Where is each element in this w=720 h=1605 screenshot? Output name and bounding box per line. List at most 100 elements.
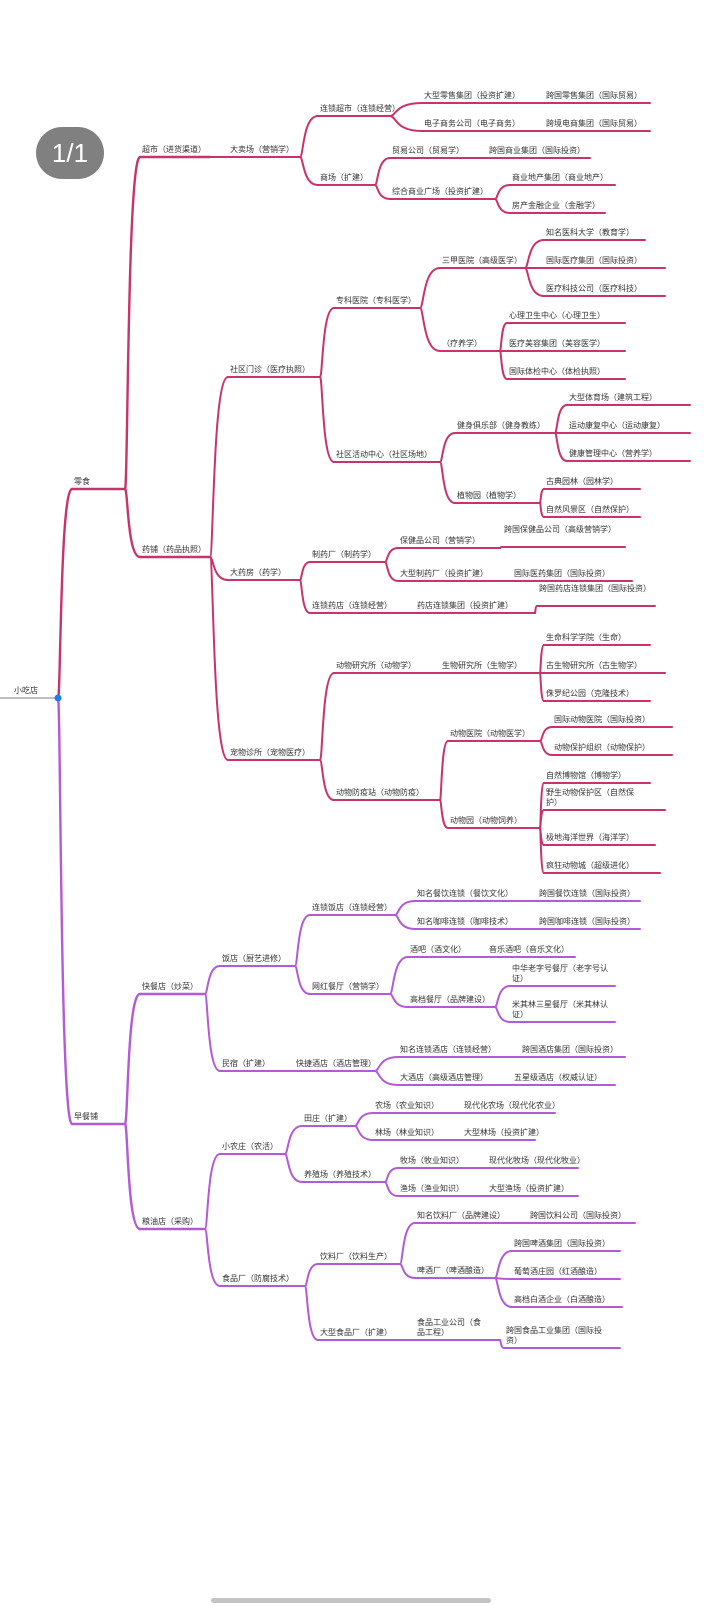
mindmap-node-label[interactable]: 动物保护组织（动物保护） <box>554 743 650 752</box>
mindmap-node-label[interactable]: 大型制药厂（投资扩建） <box>400 569 488 578</box>
mindmap-node-label[interactable]: 牧场（牧业知识） <box>400 1156 464 1165</box>
mindmap-node-label[interactable]: 医疗美容集团（美容医学） <box>509 339 605 348</box>
mindmap-node-label[interactable]: 动物医院（动物医学） <box>450 729 530 738</box>
mindmap-node-label[interactable]: 饮料厂（饮料生产） <box>320 1252 392 1261</box>
mindmap-node-label[interactable]: 知名连锁酒店（连锁经营） <box>400 1045 496 1054</box>
mindmap-node-label[interactable]: 跨国药店连锁集团（国际投资） <box>539 584 651 593</box>
mindmap-node-label[interactable]: 米其林三星餐厅（米其林认证） <box>512 1000 608 1019</box>
mindmap-node-label[interactable]: 自然博物馆（博物学） <box>546 771 626 780</box>
mindmap-node-label[interactable]: 自然风景区（自然保护） <box>546 505 634 514</box>
mindmap-node-label[interactable]: 国际医疗集团（国际投资） <box>546 256 642 265</box>
mindmap-node-label[interactable]: 葡萄酒庄园（红酒酿造） <box>514 1267 602 1276</box>
mindmap-node-label[interactable]: 跨国食品工业集团（国际投资） <box>506 1326 602 1345</box>
mindmap-node-label[interactable]: 跨国零售集团（国际贸易） <box>546 91 642 100</box>
mindmap-node-label[interactable]: 知名饮料厂（品牌建设） <box>417 1211 505 1220</box>
mindmap-node-label[interactable]: 大药房（药学） <box>230 568 286 577</box>
mindmap-node-label[interactable]: 古生物研究所（古生物学） <box>546 661 642 670</box>
mindmap-node-label[interactable]: 植物园（植物学） <box>457 491 521 500</box>
mindmap-node-label[interactable]: 民宿（扩建） <box>222 1059 270 1068</box>
mindmap-node-label[interactable]: 跨国啤酒集团（国际投资） <box>514 1239 610 1248</box>
mindmap-node-label[interactable]: 商场（扩建） <box>320 173 368 182</box>
mindmap-node-label[interactable]: 食品工业公司（食品工程） <box>417 1318 481 1337</box>
mindmap-node-label[interactable]: 健身俱乐部（健身教练） <box>457 421 545 430</box>
mindmap-node-label[interactable]: 宠物诊所（宠物医疗） <box>230 748 310 757</box>
mindmap-node-label[interactable]: 连锁药店（连锁经营） <box>312 601 392 610</box>
mindmap-node-label[interactable]: 制药厂（制药学） <box>312 550 376 559</box>
mindmap-node-label[interactable]: 粮油店（采购） <box>142 1217 198 1226</box>
mindmap-node-label[interactable]: 高档餐厅（品牌建设） <box>410 995 490 1004</box>
mindmap-node-label[interactable]: 大型零售集团（投资扩建） <box>424 91 520 100</box>
mindmap-node-label[interactable]: 大型食品厂（扩建） <box>320 1328 392 1337</box>
mindmap-node-label[interactable]: 酒吧（酒文化） <box>410 945 466 954</box>
mindmap-node-label[interactable]: 生物研究所（生物学） <box>442 661 522 670</box>
mindmap-node-label[interactable]: 商业地产集团（商业地产） <box>512 173 608 182</box>
mindmap-node-label[interactable]: 大型渔场（投资扩建） <box>489 1184 569 1193</box>
mindmap-node-label[interactable]: 动物园（动物饲养） <box>450 816 522 825</box>
mindmap-node-label[interactable]: 动物防疫站（动物防疫） <box>336 788 424 797</box>
mindmap-node-label[interactable]: 网红餐厅（营销学） <box>312 982 384 991</box>
mindmap-node-label[interactable]: 侏罗纪公园（克隆技术） <box>546 689 634 698</box>
mindmap-node-label[interactable]: 跨国酒店集团（国际投资） <box>522 1045 618 1054</box>
mindmap-node-label[interactable]: 早餐铺 <box>74 1112 98 1121</box>
mindmap-node-label[interactable]: 极地海洋世界（海洋学） <box>546 833 634 842</box>
mindmap-node-label[interactable]: 古典园林（园林学） <box>546 477 618 486</box>
mindmap-node-label[interactable]: 保健品公司（营销学） <box>400 536 480 545</box>
mindmap-node-label[interactable]: 中华老字号餐厅（老字号认证） <box>512 964 608 983</box>
mindmap-node-label[interactable]: 知名医科大学（教育学） <box>546 228 634 237</box>
mindmap-node-label[interactable]: 国际医药集团（国际投资） <box>514 569 610 578</box>
mindmap-node-label[interactable]: 大型林场（投资扩建） <box>464 1128 544 1137</box>
mindmap-node-label[interactable]: 五星级酒店（权威认证） <box>514 1073 602 1082</box>
mindmap-node-label[interactable]: 大型体育场（建筑工程） <box>569 393 657 402</box>
mindmap-node-label[interactable]: 心理卫生中心（心理卫生） <box>509 311 605 320</box>
mindmap-node-label[interactable]: 综合商业广场（投资扩建） <box>392 187 488 196</box>
mindmap-node-label[interactable]: 农场（农业知识） <box>375 1101 439 1110</box>
mindmap-node-label[interactable]: 三甲医院（高级医学） <box>442 256 522 265</box>
mindmap-node-label[interactable]: 生命科学学院（生命） <box>546 633 626 642</box>
mindmap-node-label[interactable]: 房产金融企业（金融学） <box>512 201 600 210</box>
mindmap-node-label[interactable]: 跨国商业集团（国际投资） <box>489 146 585 155</box>
mindmap-node-label[interactable]: 零食 <box>74 477 90 486</box>
mindmap-node-label[interactable]: 知名咖啡连锁（咖啡技术） <box>417 917 513 926</box>
mindmap-node-label[interactable]: 国际体检中心（体检执照） <box>509 367 605 376</box>
mindmap-node-label[interactable]: 跨国饮料公司（国际投资） <box>530 1211 626 1220</box>
mindmap-node-label[interactable]: 养殖场（养殖技术） <box>304 1170 376 1179</box>
mindmap-node-label[interactable]: 野生动物保护区（自然保护） <box>546 788 634 807</box>
mindmap-node-label[interactable]: 专科医院（专科医学） <box>336 296 416 305</box>
mindmap-node-label[interactable]: 跨国咖啡连锁（国际投资） <box>539 917 635 926</box>
horizontal-scrollbar[interactable] <box>211 1598 491 1603</box>
mindmap-node-label[interactable]: 超市（进货渠道） <box>142 145 206 154</box>
mindmap-node-label[interactable]: 国际动物医院（国际投资） <box>554 715 650 724</box>
mindmap-node-label[interactable]: 大卖场（营销学） <box>230 145 294 154</box>
mindmap-node-label[interactable]: 健康管理中心（营养学） <box>569 449 657 458</box>
mindmap-node-label[interactable]: 小农庄（农活） <box>222 1142 278 1151</box>
mindmap-node-label[interactable]: 连锁超市（连锁经营） <box>320 104 400 113</box>
mindmap-node-label[interactable]: 大酒店（高级酒店管理） <box>400 1073 488 1082</box>
mindmap-node-label[interactable]: 动物研究所（动物学） <box>336 661 416 670</box>
mindmap-node-label[interactable]: （疗养学） <box>442 339 482 348</box>
mindmap-node-label[interactable]: 跨国餐饮连锁（国际投资） <box>539 889 635 898</box>
mindmap-node-label[interactable]: 音乐酒吧（音乐文化） <box>489 945 569 954</box>
mindmap-node-label[interactable]: 药铺（药品执照） <box>142 545 206 554</box>
mindmap-node-label[interactable]: 连锁饭店（连锁经营） <box>312 903 392 912</box>
mindmap-node-label[interactable]: 医疗科技公司（医疗科技） <box>546 284 642 293</box>
mindmap-node-label[interactable]: 跨国保健品公司（高级营销学） <box>504 525 616 534</box>
mindmap-node-label[interactable]: 电子商务公司（电子商务） <box>424 119 520 128</box>
mindmap-node-label[interactable]: 渔场（渔业知识） <box>400 1184 464 1193</box>
mindmap-node-label[interactable]: 知名餐饮连锁（餐饮文化） <box>417 889 513 898</box>
mindmap-node-label[interactable]: 食品厂（防腐技术） <box>222 1274 294 1283</box>
mindmap-node-label[interactable]: 林场（林业知识） <box>375 1128 439 1137</box>
mindmap-node-label[interactable]: 贸易公司（贸易学） <box>392 146 464 155</box>
mindmap-node-label[interactable]: 田庄（扩建） <box>304 1114 352 1123</box>
mindmap-node-label[interactable]: 疯狂动物城（超级进化） <box>546 861 634 870</box>
mindmap-node-label[interactable]: 快餐店（炒菜） <box>142 982 198 991</box>
mindmap-node-label[interactable]: 现代化农场（现代化农业） <box>464 1101 560 1110</box>
mindmap-node-label[interactable]: 啤酒厂（啤酒酿造） <box>417 1266 489 1275</box>
mindmap-node-label[interactable]: 快捷酒店（酒店管理） <box>296 1059 376 1068</box>
mindmap-node-label[interactable]: 饭店（厨艺进修） <box>222 954 286 963</box>
mindmap-node-label[interactable]: 运动康复中心（运动康复） <box>569 421 665 430</box>
mindmap-node-label[interactable]: 社区门诊（医疗执照） <box>230 365 310 374</box>
mindmap-node-label[interactable]: 小吃店 <box>14 686 38 695</box>
mindmap-node-label[interactable]: 社区活动中心（社区场地） <box>336 450 432 459</box>
mindmap-node-label[interactable]: 现代化牧场（现代化牧业） <box>489 1156 585 1165</box>
